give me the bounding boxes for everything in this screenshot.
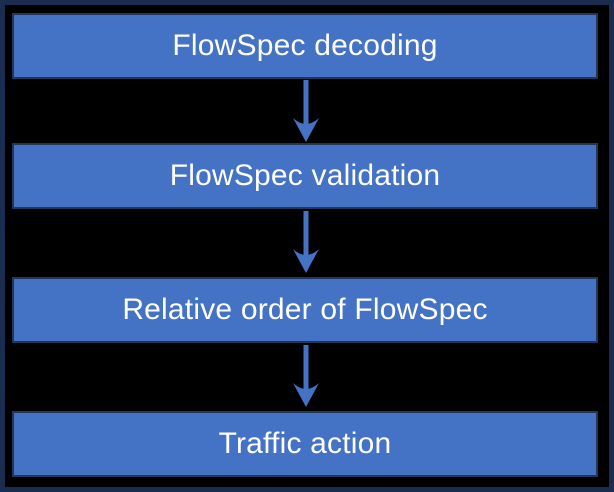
flow-node-relative-order: Relative order of FlowSpec	[12, 277, 598, 343]
flow-node-label: FlowSpec decoding	[172, 29, 438, 62]
flow-node-flowspec-decoding: FlowSpec decoding	[12, 13, 598, 79]
flow-node-label: Traffic action	[218, 427, 392, 460]
arrow-down-icon	[293, 345, 319, 407]
flow-node-label: FlowSpec validation	[169, 159, 441, 192]
flow-node-traffic-action: Traffic action	[12, 411, 598, 477]
arrow-down-icon	[293, 211, 319, 273]
flow-node-flowspec-validation: FlowSpec validation	[12, 143, 598, 209]
flow-node-label: Relative order of FlowSpec	[122, 293, 488, 326]
arrow-down-icon	[293, 80, 319, 142]
